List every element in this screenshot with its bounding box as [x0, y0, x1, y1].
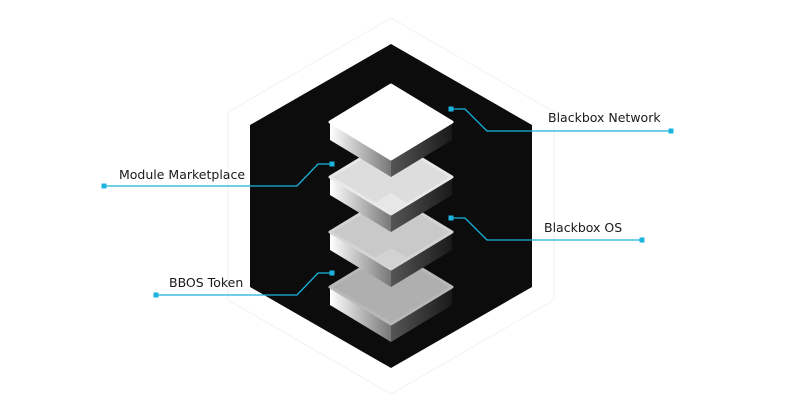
- label-blackbox-network: Blackbox Network: [548, 110, 661, 125]
- connector-module-marketplace: [101, 161, 335, 189]
- connector-bbos-token: [153, 270, 335, 298]
- label-module-marketplace: Module Marketplace: [119, 167, 246, 182]
- connector-endpoint: [639, 237, 645, 243]
- connector-endpoint: [329, 161, 335, 167]
- layer-left-side: [330, 232, 391, 287]
- connector-endpoint: [101, 183, 107, 189]
- label-bbos-token: BBOS Token: [169, 275, 244, 290]
- outer-hexagon-outline: [227, 17, 555, 395]
- connector-endpoint: [448, 106, 454, 112]
- connector-line: [156, 272, 332, 296]
- layer-left-side: [330, 177, 391, 232]
- layer-left-side: [330, 287, 391, 342]
- label-blackbox-os: Blackbox OS: [544, 220, 623, 235]
- layer-right-side: [391, 287, 452, 342]
- layer-right-side: [391, 232, 452, 287]
- connector-blackbox-network: [448, 106, 674, 134]
- connector-endpoint: [153, 292, 159, 298]
- layer-left-side: [330, 122, 391, 177]
- layer-top-face: [328, 83, 454, 161]
- layer-right-side: [391, 122, 452, 177]
- connector-endpoint: [448, 215, 454, 221]
- layer-right-side: [391, 177, 452, 232]
- connector-line: [451, 108, 671, 132]
- connector-line: [104, 163, 332, 187]
- connector-endpoint: [329, 270, 335, 276]
- connector-endpoint: [668, 128, 674, 134]
- stack-layer-blackbox-network: [328, 83, 454, 177]
- connector-line: [451, 217, 642, 241]
- connector-blackbox-os: [448, 215, 645, 243]
